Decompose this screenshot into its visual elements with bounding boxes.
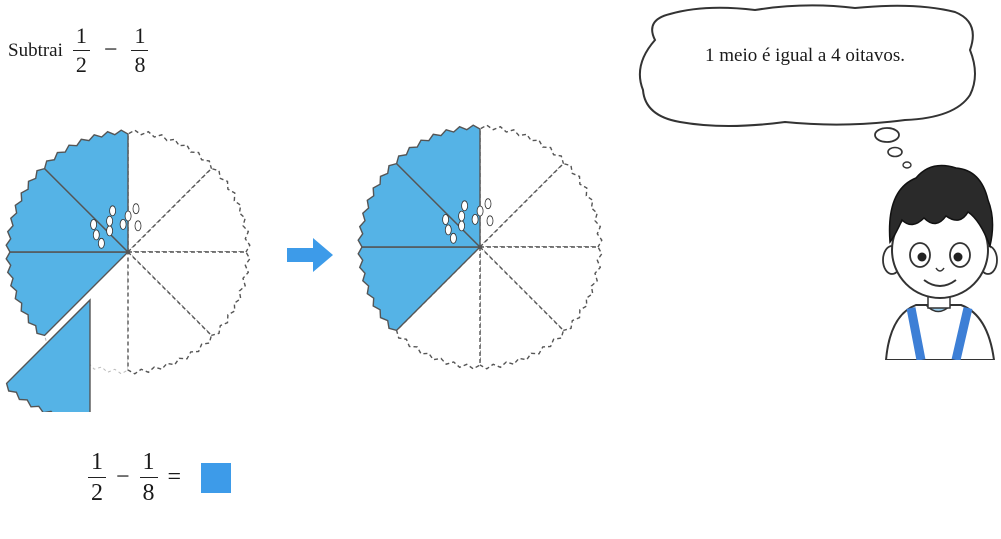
prompt-fraction-2-denominator: 8 bbox=[131, 51, 148, 76]
pizza-seed bbox=[93, 230, 99, 240]
pizza-seed bbox=[477, 206, 483, 216]
pizza-seed bbox=[110, 206, 116, 216]
pizza-seed bbox=[98, 238, 104, 248]
right-arrow-icon bbox=[287, 238, 337, 272]
pizza-seed bbox=[462, 201, 468, 211]
pizza-right bbox=[355, 122, 615, 382]
equation-fraction-1-denominator: 2 bbox=[88, 478, 106, 505]
pizza-seed bbox=[120, 219, 126, 229]
equation-fraction-2-numerator: 1 bbox=[140, 450, 158, 478]
equation-operator: − bbox=[112, 464, 134, 491]
pizza-seed bbox=[443, 215, 449, 225]
pizza-seed bbox=[445, 225, 451, 235]
prompt-fraction-2-numerator: 1 bbox=[131, 25, 148, 51]
equation-fraction-1: 1 2 bbox=[88, 450, 106, 505]
equation-fraction-1-numerator: 1 bbox=[88, 450, 106, 478]
prompt-label: Subtrai bbox=[8, 40, 63, 62]
answer-box[interactable] bbox=[201, 463, 231, 493]
equation: 1 2 − 1 8 = bbox=[88, 450, 231, 505]
boy-illustration bbox=[876, 150, 1001, 360]
pizza-seed bbox=[107, 216, 113, 226]
pizza-seed bbox=[125, 211, 131, 221]
prompt-operator: − bbox=[100, 37, 122, 64]
pizza-seed bbox=[485, 199, 491, 209]
prompt: Subtrai 1 2 − 1 8 bbox=[8, 25, 148, 76]
prompt-fraction-2: 1 8 bbox=[131, 25, 148, 76]
prompt-fraction-1-numerator: 1 bbox=[73, 25, 90, 51]
thought-bubble bbox=[625, 0, 985, 175]
equation-fraction-2-denominator: 8 bbox=[140, 478, 158, 505]
pizza-seed bbox=[450, 233, 456, 243]
equation-equals: = bbox=[164, 464, 186, 491]
pizza-seed bbox=[472, 214, 478, 224]
pizza-seed bbox=[487, 216, 493, 226]
pizza-left bbox=[0, 112, 260, 412]
speech-bubble-text: 1 meio é igual a 4 oitavos. bbox=[655, 45, 955, 67]
pizza-seed bbox=[133, 204, 139, 214]
pizza-seed bbox=[135, 221, 141, 231]
prompt-fraction-1-denominator: 2 bbox=[73, 51, 90, 76]
pizza-seed bbox=[459, 211, 465, 221]
pizza-seed bbox=[459, 221, 465, 231]
prompt-fraction-1: 1 2 bbox=[73, 25, 90, 76]
equation-fraction-2: 1 8 bbox=[140, 450, 158, 505]
pizza-seed bbox=[107, 226, 113, 236]
pizza-seed bbox=[91, 220, 97, 230]
